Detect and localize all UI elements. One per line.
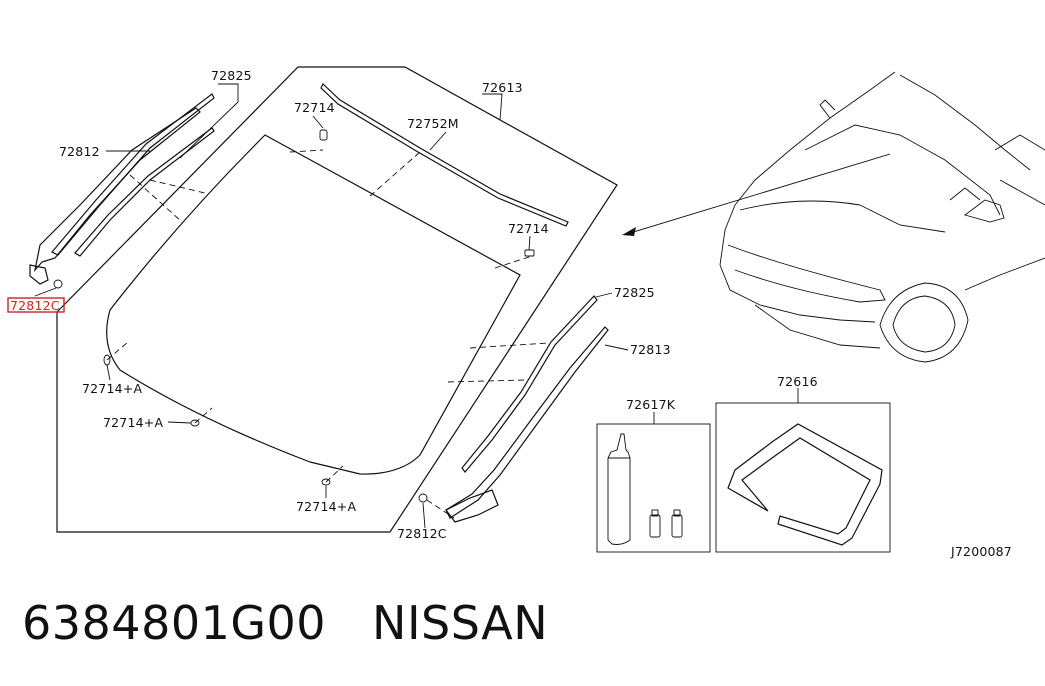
callout-72617K: 72617K [626,397,676,412]
vehicle-sketch [719,71,1045,363]
assembly-line [469,342,549,349]
windshield-dam-gasket [727,423,883,546]
leader-line [167,421,192,424]
clip-72714A-bottom [321,478,331,486]
callout-72825-top: 72825 [211,68,252,83]
left-lower-bracket [29,264,49,285]
right-side-finisher-72813 [445,326,609,519]
callout-72616: 72616 [777,374,818,389]
callout-72714A-2: 72714+A [103,415,163,430]
part-number: 6384801G00 [22,596,327,650]
top-molding-72752M [320,83,569,227]
kit-box-72617K [596,423,711,553]
brand-name: NISSAN [372,596,549,650]
leader-line [34,287,57,297]
leader-line [429,131,447,151]
assembly-line [149,179,206,194]
pointer-line [629,153,891,234]
right-lower-bracket [445,489,499,523]
left-side-molding [51,93,215,256]
leader-line [422,502,426,529]
callout-72714-right: 72714 [508,221,549,236]
leader-line [528,235,531,251]
leader-line [179,83,239,159]
callout-72812: 72812 [59,144,100,159]
adhesive-cartridge [607,433,631,545]
callout-72752M: 72752M [407,116,459,131]
leader-line [604,344,629,351]
leader-line [482,93,503,121]
assembly-frame [56,66,618,533]
clip-72714-right [524,249,535,257]
assembly-line [129,174,183,223]
windshield-glass [106,134,521,475]
callout-72812C-bottom: 72812C [397,526,447,541]
callout-72714A-3: 72714+A [296,499,356,514]
highlight-box [7,297,65,313]
callout-72613: 72613 [482,80,523,95]
assembly-line [369,151,421,197]
assembly-line [289,149,324,153]
leader-line [595,292,613,298]
gasket-box-72616 [715,402,891,553]
left-inner-strip [74,127,215,257]
assembly-line [426,499,455,519]
callout-72825-right: 72825 [614,285,655,300]
left-side-finisher-72812 [33,107,201,273]
primer-bottle-1 [649,509,661,538]
right-clip-72812C [418,493,428,503]
assembly-line [325,465,344,483]
assembly-line [447,379,525,383]
right-side-molding-72825 [461,295,598,473]
assembly-line [194,407,213,424]
callout-72813: 72813 [630,342,671,357]
primer-bottle-2 [671,509,683,538]
assembly-line [494,255,533,269]
clip-72714-top [319,129,328,141]
callout-72812C-left: 72812C [10,298,60,313]
diagram-code: J7200087 [950,544,1012,559]
callout-72714A-1: 72714+A [82,381,142,396]
left-clip-72812C [53,279,63,289]
part-caption: 6384801G00 NISSAN [22,596,548,650]
pointer-arrowhead [622,227,636,236]
leader-line [312,115,324,129]
callout-72714-top: 72714 [294,100,335,115]
leader-line [106,364,111,381]
assembly-line [106,341,129,361]
